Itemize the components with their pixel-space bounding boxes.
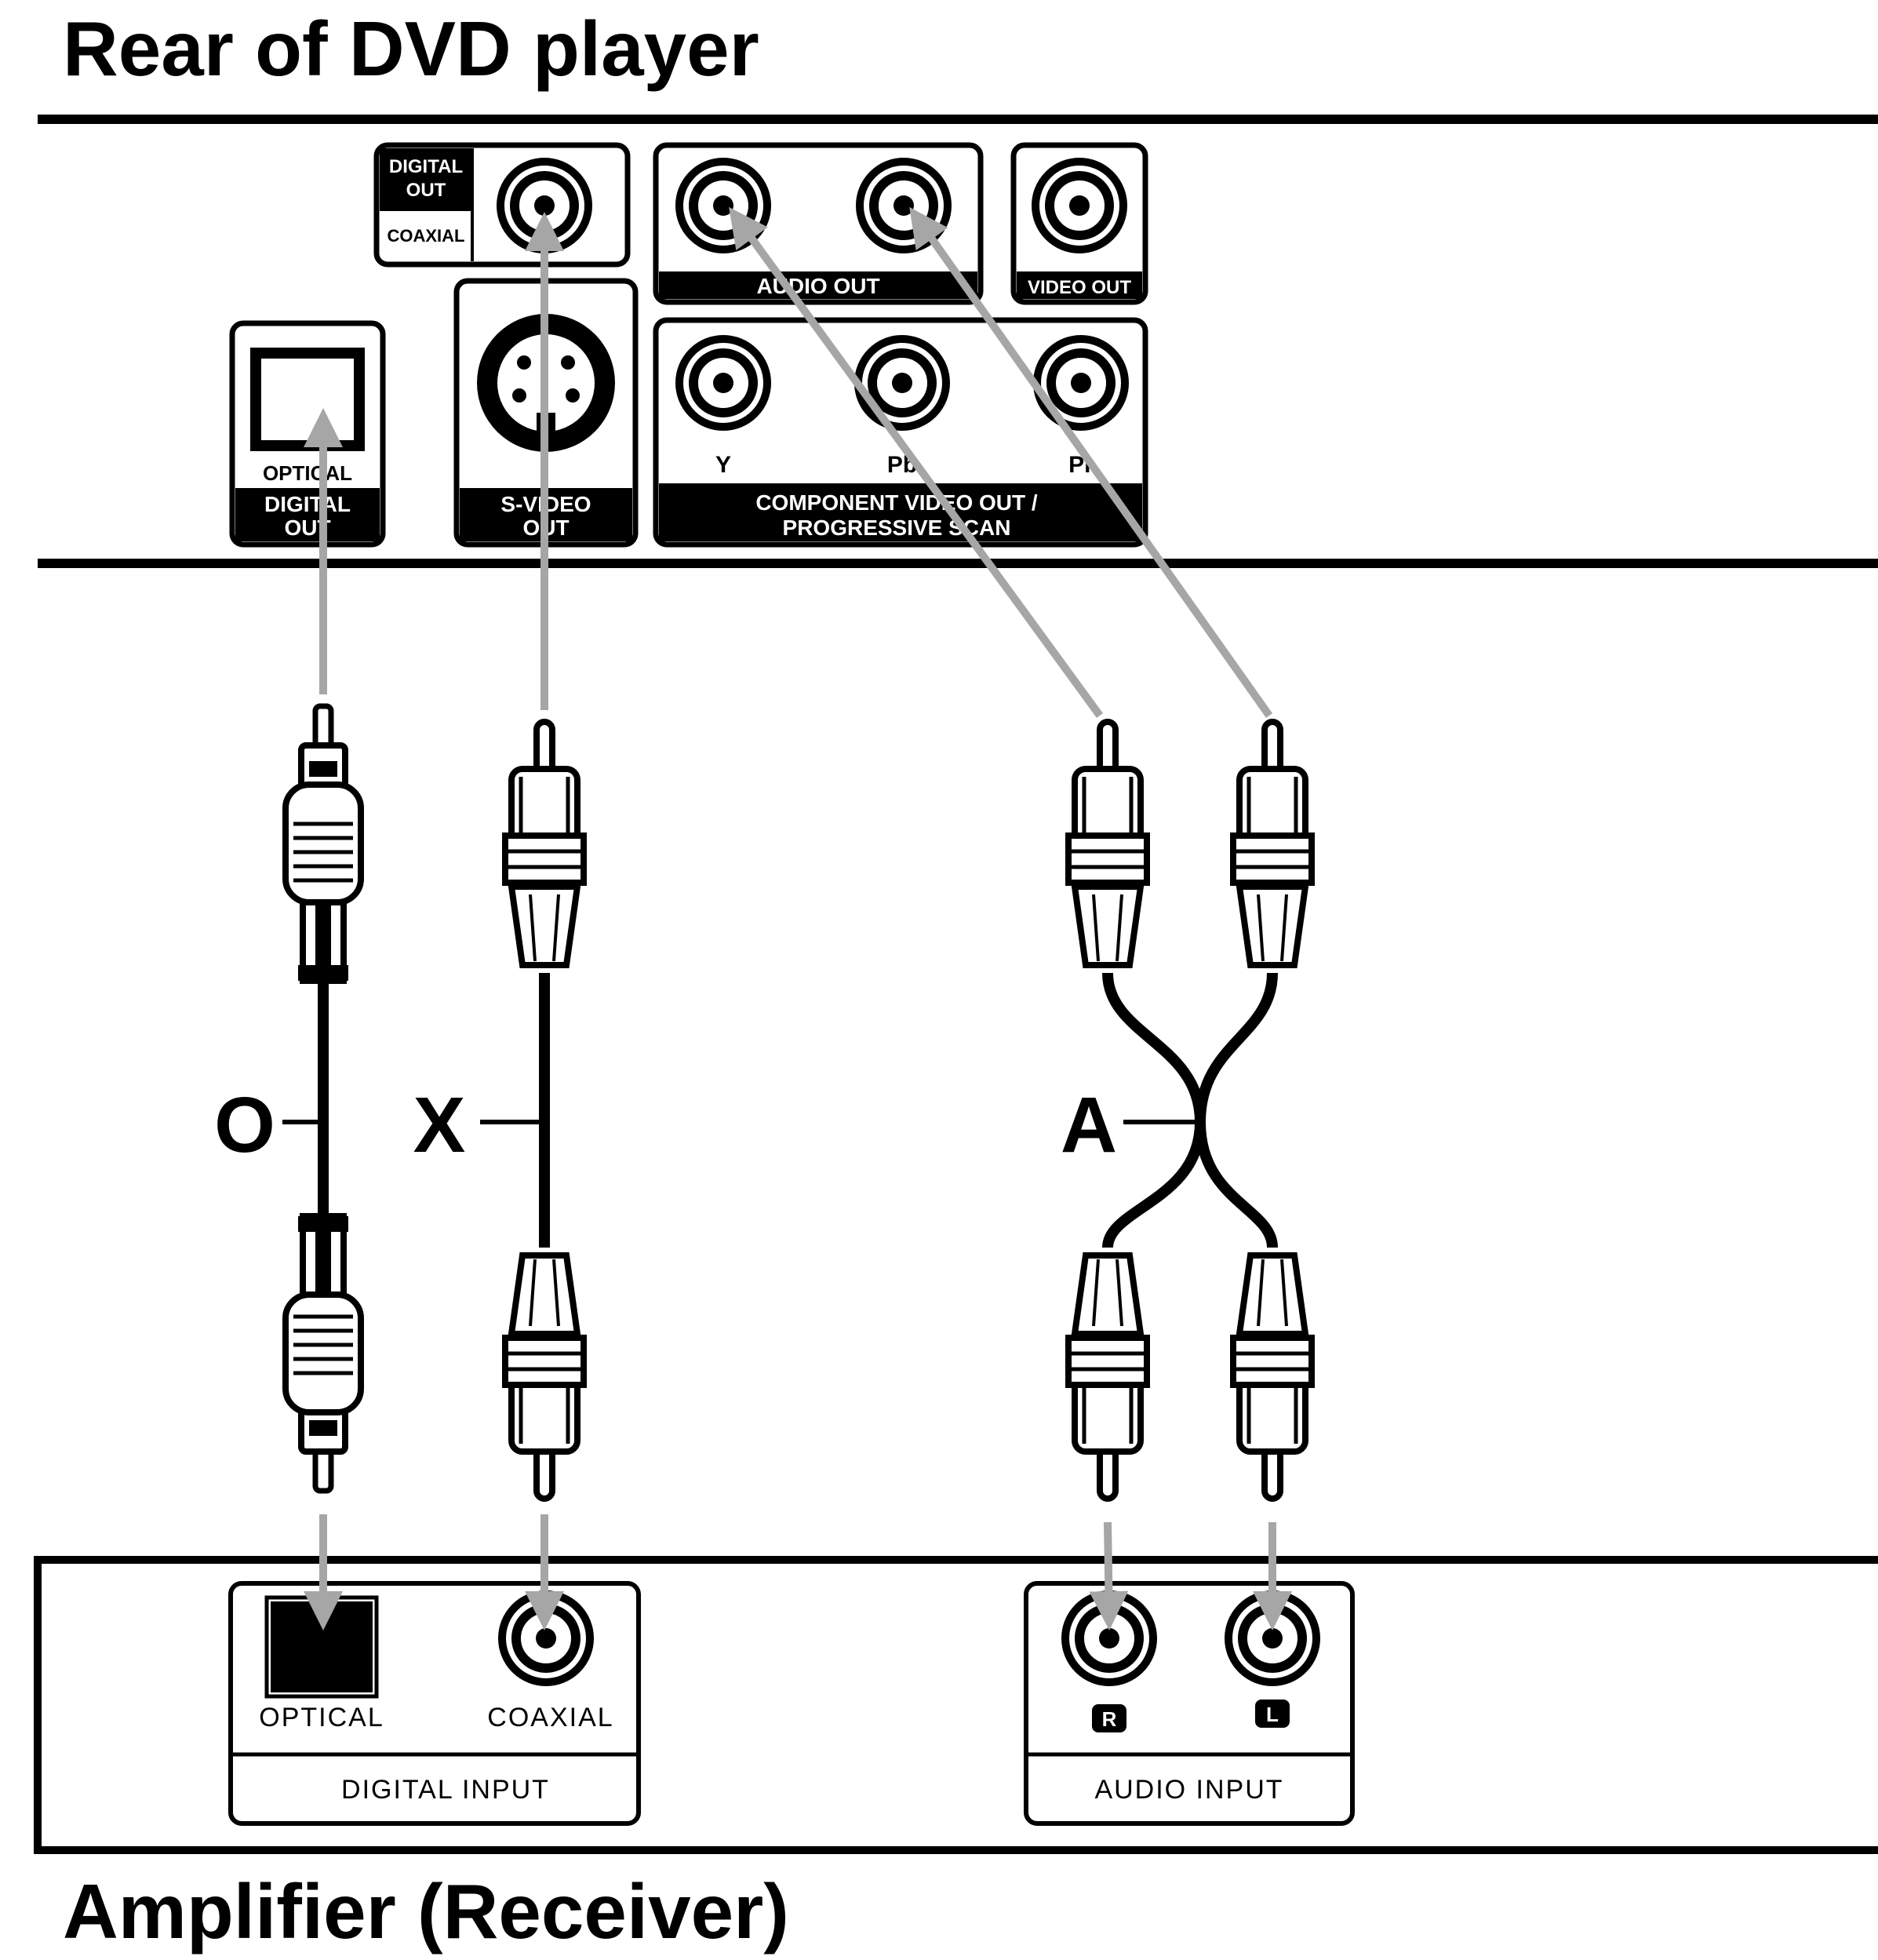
coaxial-cable-label: X <box>413 1081 466 1169</box>
video-out-label: VIDEO OUT <box>1028 277 1131 298</box>
optical-cable-label: O <box>214 1081 275 1169</box>
arrow-audio-r-to-amp <box>1089 1521 1129 1630</box>
optical-cable[interactable] <box>286 706 361 1491</box>
digital-input-label: DIGITAL INPUT <box>341 1775 550 1805</box>
coaxial-cable[interactable] <box>505 722 584 1499</box>
y-label: Y <box>715 452 731 478</box>
r-label: R <box>1102 1707 1117 1731</box>
component-label-line2: PROGRESSIVE SCAN <box>783 516 1011 540</box>
audio-input-group: R L AUDIO INPUT <box>1024 1581 1355 1826</box>
connection-arrows <box>304 206 1292 1630</box>
dvd-optical-label: OPTICAL <box>263 461 352 485</box>
component-pr-jack[interactable] <box>1037 339 1125 427</box>
dvd-coaxial-out-jack[interactable]: DIGITAL OUT COAXIAL <box>373 142 631 268</box>
video-out-jack[interactable]: VIDEO OUT <box>1010 142 1148 305</box>
amp-optical-label: OPTICAL <box>259 1703 384 1732</box>
component-pb-jack[interactable] <box>858 339 946 427</box>
dvd-audio-out-group: AUDIO OUT <box>653 142 984 305</box>
dvd-digital-label-line1: DIGITAL <box>264 492 351 516</box>
amp-coaxial-label: COAXIAL <box>487 1703 613 1732</box>
audio-out-label: AUDIO OUT <box>756 274 879 298</box>
digital-out-tag-line2: OUT <box>406 180 446 201</box>
arrow-audio-r-to-dvd <box>729 206 1104 718</box>
arrow-audio-l-to-dvd <box>909 206 1273 718</box>
audio-input-label: AUDIO INPUT <box>1094 1775 1283 1805</box>
dvd-title: Rear of DVD player <box>63 5 759 92</box>
component-label-line1: COMPONENT VIDEO OUT / <box>755 490 1038 515</box>
l-label: L <box>1266 1703 1279 1726</box>
digital-out-tag-line1: DIGITAL <box>389 156 463 177</box>
amplifier-title: Amplifier (Receiver) <box>63 1868 789 1955</box>
component-y-jack[interactable] <box>679 339 767 427</box>
audio-cable-label: A <box>1061 1081 1117 1169</box>
digital-input-group: OPTICAL COAXIAL DIGITAL INPUT <box>228 1581 641 1826</box>
component-video-out-group: Y Pb Pr COMPONENT VIDEO OUT / PROGRESSIV… <box>653 317 1148 548</box>
dvd-coaxial-label: COAXIAL <box>388 226 465 246</box>
dvd-optical-out-jack[interactable]: OPTICAL DIGITAL OUT <box>229 320 386 548</box>
